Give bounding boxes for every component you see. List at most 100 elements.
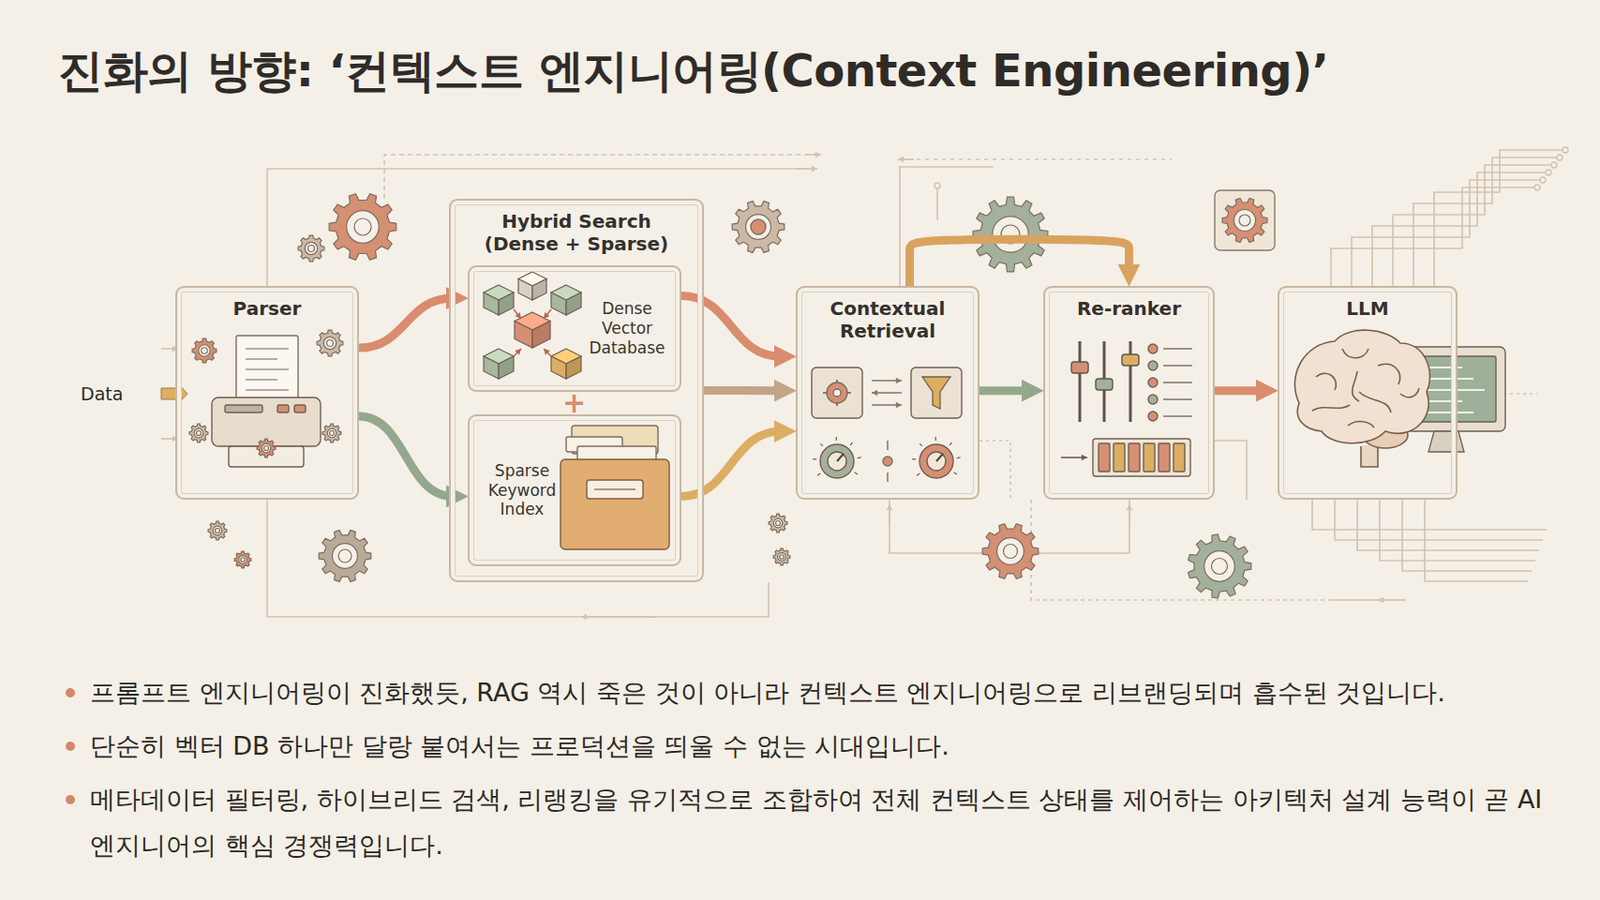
rank-dot [1148, 360, 1158, 371]
filter-tile [911, 367, 962, 419]
wire-arrowhead [1377, 597, 1384, 604]
process-box: Contextual Retrieval [795, 285, 980, 500]
input-arrow [161, 381, 188, 406]
circuit-wire [1163, 398, 1193, 401]
wire-terminal [1545, 169, 1552, 176]
index-box: Sparse Keyword Index [467, 414, 682, 567]
bullet-text: 단순히 벡터 DB 하나만 달랑 붙여서는 프로덕션을 띄울 수 없는 시대입니… [89, 731, 950, 761]
flow-arrow [681, 431, 781, 496]
circuit-wire [543, 309, 552, 319]
gear-icon [322, 423, 342, 443]
slider-knob [1095, 378, 1113, 390]
brain-icon [1294, 329, 1430, 467]
circuit-wire [817, 473, 821, 476]
wire-terminal [1562, 147, 1569, 153]
flow-arrow [1214, 386, 1263, 395]
circuit-wire [245, 388, 289, 390]
gear-icon [768, 513, 788, 533]
gear-icon [298, 235, 325, 262]
circuit-wire [822, 379, 852, 406]
slider-knob [1071, 361, 1089, 374]
box-label: Re-ranker [1076, 297, 1182, 320]
gear-icon [256, 438, 276, 458]
circuit-wire [1334, 499, 1543, 540]
circuit-wire [543, 348, 552, 357]
rank-bar [1128, 443, 1140, 472]
circuit-wire [1031, 499, 1331, 600]
icon-part [294, 404, 306, 413]
wire-arrowhead [811, 165, 818, 173]
circuit-wire [919, 443, 923, 447]
dial-knob [827, 451, 847, 471]
rank-dot [1148, 394, 1158, 404]
bullet-dot [65, 794, 75, 805]
wire-arrowhead [581, 613, 587, 621]
gear-icon [234, 551, 252, 569]
cube-icon [518, 271, 547, 300]
cube-icon [551, 348, 582, 379]
circuit-wire [1402, 499, 1532, 571]
circuit-wire [245, 358, 278, 359]
wire-arrowhead [871, 389, 878, 397]
cube-icon [551, 284, 582, 315]
circuit-wire [1312, 499, 1547, 530]
wire-terminal [1534, 184, 1541, 191]
funnel-icon [922, 376, 951, 409]
wire-arrowhead [886, 504, 894, 510]
circuit-wire [1413, 157, 1560, 286]
circuit-wire [936, 187, 939, 221]
circuit-wire [1163, 381, 1193, 384]
rank-dot [1148, 411, 1158, 421]
circuit-wire [837, 453, 844, 462]
wire-arrowhead [1081, 454, 1088, 462]
rank-bar [1158, 443, 1170, 472]
bullet-dot [65, 741, 75, 751]
circuit-wire [1434, 149, 1566, 286]
wire-arrowhead [897, 156, 904, 164]
circuit-wire [1330, 598, 1378, 601]
rank-bar [1098, 443, 1110, 472]
rank-dot [1148, 343, 1158, 354]
icon-part [934, 182, 941, 189]
wire-arrowhead [815, 151, 822, 159]
wire-arrowhead [515, 312, 522, 319]
rank-bar [1113, 443, 1125, 472]
circuit-wire [594, 488, 636, 490]
flow-arrow [703, 386, 781, 395]
wire-arrowhead [1126, 504, 1134, 510]
input-label: Data [80, 381, 123, 406]
bullet-text: 프롬프트 엔지니어링이 진화했듯, RAG 역시 죽은 것이 아니라 컨텍스트 … [89, 677, 1446, 707]
slide-title: 진화의 방향: ‘컨텍스트 엔지니어링(Context Engineering)… [58, 41, 1577, 102]
bullet-dot [65, 687, 75, 698]
dial-knob [927, 451, 946, 471]
circuit-wire [581, 615, 657, 618]
icon-part [882, 456, 893, 466]
wire-arrowhead [543, 348, 551, 356]
gear-icon [773, 548, 791, 566]
circuit-wire [935, 436, 937, 441]
gear-icon [732, 201, 785, 254]
circuit-wire [1163, 347, 1193, 350]
circuit-wire [1129, 341, 1133, 422]
cube-icon [483, 348, 514, 379]
monitor-stand [1428, 431, 1465, 452]
flow-arrow [681, 295, 781, 357]
bullet-list: 프롬프트 엔지니어링이 진화했듯, RAG 역시 죽은 것이 아니라 컨텍스트 … [61, 669, 1571, 876]
wire-terminal [1556, 154, 1563, 161]
box-label: Hybrid Search (Dense + Sparse) [462, 209, 691, 256]
wire-arrowhead [896, 377, 902, 385]
wire-terminal [1540, 177, 1546, 183]
circuit-wire [857, 456, 862, 459]
circuit-wire [912, 458, 916, 461]
rank-bar-frame [1092, 438, 1191, 477]
circuit-wire [245, 368, 289, 370]
box-label: Parser [233, 297, 302, 320]
icon-part [224, 404, 263, 413]
circuit-wire [245, 347, 289, 349]
circuit-wire [1424, 499, 1528, 582]
index-box: Dense Vector Database [467, 265, 682, 392]
box-label: LLM [1345, 297, 1389, 320]
gear-icon [318, 530, 372, 583]
